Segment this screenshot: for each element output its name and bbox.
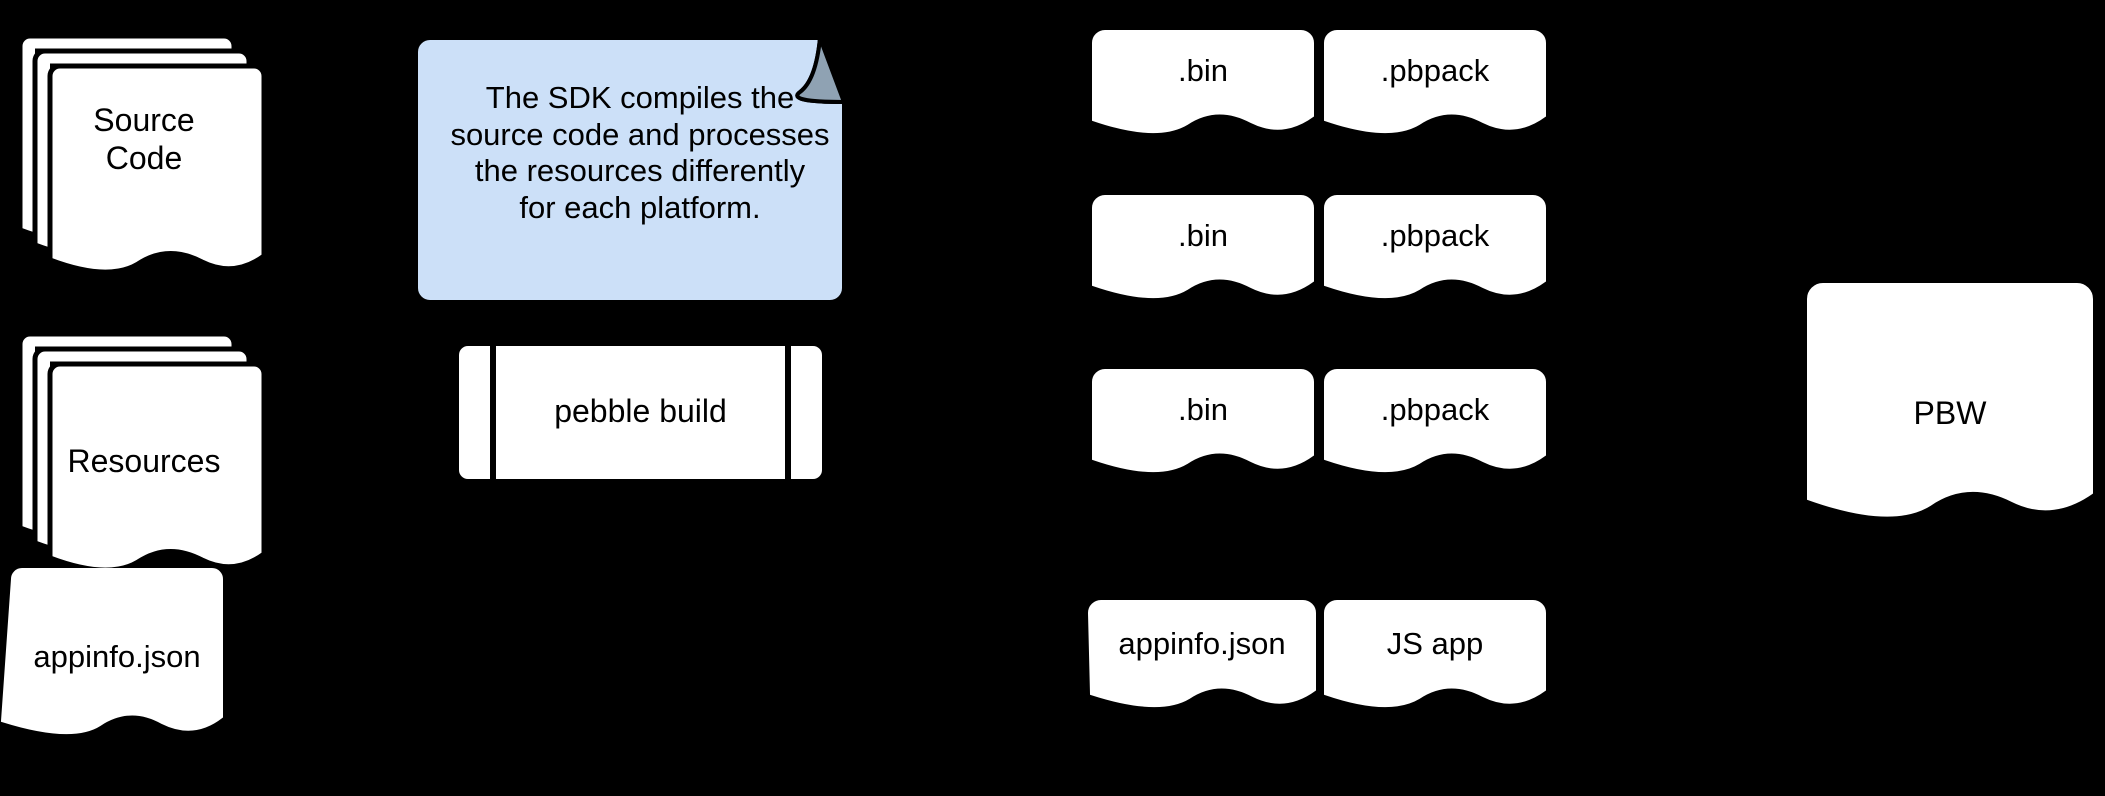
- node-pbpack-1[interactable]: .pbpack: [1322, 28, 1548, 148]
- note-sdk-explanation[interactable]: The SDK compiles the source code and pro…: [414, 36, 864, 304]
- document-shape: [1807, 283, 2093, 517]
- node-bin-2[interactable]: .bin: [1090, 193, 1316, 313]
- node-js-app[interactable]: JS app: [1322, 598, 1548, 723]
- node-pbpack-2[interactable]: .pbpack: [1322, 193, 1548, 313]
- node-appinfo-json-output[interactable]: appinfo.json: [1086, 598, 1318, 723]
- node-appinfo-json-input[interactable]: appinfo.json: [0, 565, 226, 755]
- node-bin-3[interactable]: .bin: [1090, 367, 1316, 487]
- node-bin-1[interactable]: .bin: [1090, 28, 1316, 148]
- document-shape: [1324, 195, 1546, 298]
- multi-document-shape: [17, 33, 267, 275]
- multi-document-shape: [17, 331, 267, 573]
- node-pbpack-3[interactable]: .pbpack: [1322, 367, 1548, 487]
- node-pebble-build[interactable]: pebble build: [453, 340, 828, 485]
- document-shape: [1092, 30, 1314, 133]
- node-pbw[interactable]: PBW: [1805, 281, 2095, 546]
- document-shape: [1092, 369, 1314, 472]
- document-shape: [1092, 195, 1314, 298]
- node-source-code[interactable]: Source Code: [8, 30, 267, 280]
- predefined-process-shape: [453, 340, 828, 485]
- document-shape: [0, 568, 223, 735]
- document-shape: [1324, 30, 1546, 133]
- note-folded-corner-shape: [414, 36, 847, 304]
- document-shape: [1087, 600, 1316, 708]
- document-shape: [1324, 369, 1546, 472]
- node-resources[interactable]: Resources: [8, 328, 267, 578]
- document-shape: [1324, 600, 1546, 707]
